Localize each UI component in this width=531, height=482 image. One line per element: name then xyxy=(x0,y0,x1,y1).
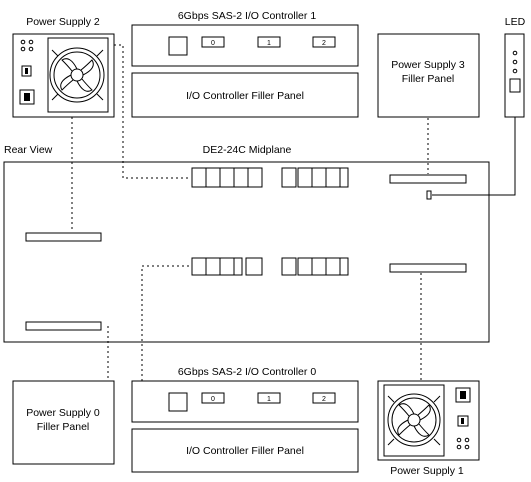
fan-icon xyxy=(47,37,109,113)
power-supply-1-connector xyxy=(389,263,467,273)
led-label: LED xyxy=(505,16,526,28)
led-module: LED xyxy=(504,16,526,118)
led-indicator-icon xyxy=(512,50,518,56)
power-supply-3-filler-label-line1: Power Supply 3 xyxy=(391,59,465,71)
controller-0-module-icon xyxy=(168,392,188,412)
io-controller-0-filler-label: I/O Controller Filler Panel xyxy=(186,445,304,457)
io-controller-1-filler-label: I/O Controller Filler Panel xyxy=(186,90,304,102)
led-indicator-icon xyxy=(512,68,518,74)
controller-1-port-0-label: 0 xyxy=(211,40,215,47)
led-indicator-icon xyxy=(512,59,518,65)
io-controller-1-label: 6Gbps SAS-2 I/O Controller 1 xyxy=(178,10,316,22)
midplane xyxy=(3,161,490,343)
power-supply-1: Power Supply 1 xyxy=(377,380,480,477)
controller-1-port-1-label: 1 xyxy=(267,40,271,47)
power-supply-0-connector xyxy=(25,321,102,331)
io-controller-1-filler-panel: I/O Controller Filler Panel xyxy=(131,72,359,118)
status-leds-icon xyxy=(20,39,34,52)
rear-view-label: Rear View xyxy=(4,144,53,156)
controller-0-port-1 xyxy=(257,392,281,404)
io-controller-0-label: 6Gbps SAS-2 I/O Controller 0 xyxy=(178,366,316,378)
controller-0-port-0 xyxy=(201,392,225,404)
power-supply-0-filler-unit xyxy=(12,380,115,465)
io-controller-0-filler-unit xyxy=(131,428,359,473)
controller-1-module-icon xyxy=(168,36,188,56)
power-supply-2-label: Power Supply 2 xyxy=(26,16,100,28)
controller-0-port-2 xyxy=(312,392,336,404)
power-supply-1-label: Power Supply 1 xyxy=(390,465,464,477)
io-controller-1: 6Gbps SAS-2 I/O Controller 1 0 1 2 xyxy=(131,10,359,67)
controller-0-connector-row xyxy=(191,257,349,276)
power-inlet-icon xyxy=(19,89,35,105)
led-button-icon xyxy=(509,78,521,93)
controller-0-port-2-label: 2 xyxy=(322,396,326,403)
power-switch-icon xyxy=(457,415,469,427)
power-supply-3-filler-unit xyxy=(377,33,480,118)
power-supply-0-filler-label-line2: Filler Panel xyxy=(37,421,90,433)
power-supply-0-filler-label-line1: Power Supply 0 xyxy=(26,407,100,419)
controller-1-connector-row xyxy=(191,167,349,188)
io-controller-1-filler-unit xyxy=(131,72,359,118)
midplane-label: DE2-24C Midplane xyxy=(203,144,292,156)
power-supply-0-filler-panel: Power Supply 0 Filler Panel xyxy=(12,380,115,465)
controller-1-port-0 xyxy=(201,36,225,48)
io-controller-0: 6Gbps SAS-2 I/O Controller 0 0 1 2 xyxy=(131,366,359,423)
connection-lines xyxy=(71,44,516,386)
power-inlet-icon xyxy=(455,387,471,403)
fan-icon xyxy=(383,384,445,457)
power-switch-icon xyxy=(21,65,32,77)
power-supply-3-filler-label-line2: Filler Panel xyxy=(402,73,455,85)
controller-1-port-1 xyxy=(257,36,281,48)
power-supply-3-connector xyxy=(389,174,467,184)
power-supply-2-connector xyxy=(25,232,102,242)
power-supply-3-filler-panel: Power Supply 3 Filler Panel xyxy=(377,33,480,118)
led-connector xyxy=(426,190,432,200)
led-unit xyxy=(504,33,525,118)
controller-1-port-2-label: 2 xyxy=(322,40,326,47)
controller-0-port-0-label: 0 xyxy=(211,396,215,403)
midplane-board xyxy=(3,161,490,343)
controller-1-port-2 xyxy=(312,36,336,48)
io-controller-0-filler-panel: I/O Controller Filler Panel xyxy=(131,428,359,473)
controller-0-port-1-label: 1 xyxy=(267,396,271,403)
power-supply-2: Power Supply 2 xyxy=(12,16,115,118)
status-leds-icon xyxy=(456,437,470,450)
